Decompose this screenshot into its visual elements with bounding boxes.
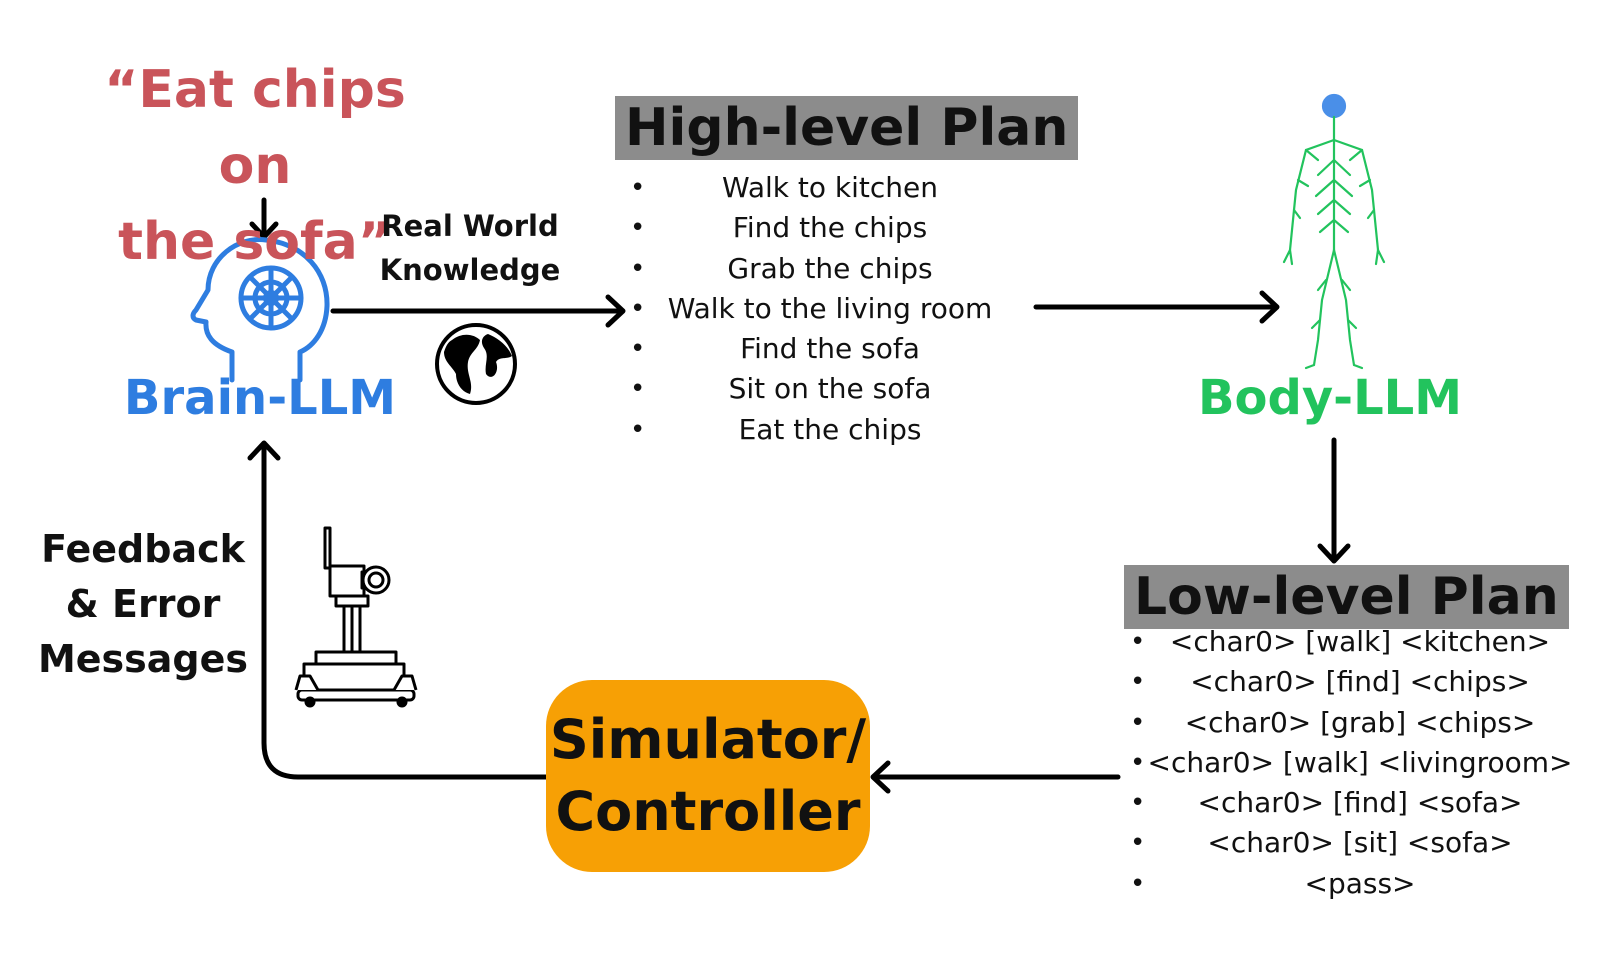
high-level-step: Find the sofa	[630, 329, 1030, 369]
body-llm-label: Body-LLM	[1197, 370, 1463, 426]
real-world-knowledge-label: Real World Knowledge	[360, 204, 580, 292]
high-level-step: Grab the chips	[630, 249, 1030, 289]
globe-icon	[435, 323, 517, 405]
high-level-plan-title: High-level Plan	[615, 96, 1079, 160]
low-level-step: <char0> [find] <sofa>	[1130, 783, 1590, 823]
task-instruction: “Eat chips on the sofa”	[60, 52, 450, 280]
nervous-system-body-icon	[1282, 93, 1386, 370]
instruction-line-1: “Eat chips on	[104, 60, 406, 196]
simulator-controller-box: Simulator/ Controller	[546, 680, 870, 872]
high-level-step: Walk to the living room	[630, 289, 1030, 329]
knowledge-line-2: Knowledge	[379, 253, 561, 287]
low-level-step: <char0> [walk] <kitchen>	[1130, 622, 1590, 662]
low-level-step: <char0> [walk] <livingroom>	[1130, 743, 1590, 783]
brain-head-icon	[190, 237, 330, 383]
simulator-line-2: Controller	[555, 780, 861, 843]
instruction-line-2: the sofa”	[118, 212, 392, 272]
arrow-highlevel-to-body	[1033, 290, 1280, 324]
high-level-step: Sit on the sofa	[630, 369, 1030, 409]
arrow-feedback-to-brain	[247, 440, 549, 780]
arrow-lowlevel-to-simulator	[870, 760, 1121, 794]
low-level-step: <char0> [find] <chips>	[1130, 662, 1590, 702]
feedback-line-3: Messages	[37, 637, 249, 681]
arrow-body-to-lowlevel	[1317, 437, 1351, 564]
low-level-step: <char0> [grab] <chips>	[1130, 703, 1590, 743]
simulator-line-1: Simulator/	[549, 708, 867, 771]
brain-llm-label: Brain-LLM	[123, 370, 397, 426]
robot-icon	[294, 526, 418, 708]
high-level-step: Eat the chips	[630, 410, 1030, 450]
feedback-line-2: & Error	[65, 582, 221, 626]
low-level-step: <char0> [sit] <sofa>	[1130, 823, 1590, 863]
feedback-line-1: Feedback	[41, 527, 245, 571]
low-level-plan-steps: <char0> [walk] <kitchen> <char0> [find] …	[1130, 622, 1590, 904]
arrow-brain-to-highlevel	[330, 294, 626, 328]
low-level-step: <pass>	[1130, 864, 1590, 904]
high-level-step: Find the chips	[630, 208, 1030, 248]
high-level-step: Walk to kitchen	[630, 168, 1030, 208]
feedback-error-messages-label: Feedback & Error Messages	[28, 522, 258, 687]
high-level-plan-steps: Walk to kitchen Find the chips Grab the …	[630, 168, 1030, 450]
knowledge-line-1: Real World	[381, 209, 559, 243]
low-level-plan-title: Low-level Plan	[1124, 565, 1569, 629]
arrow-instruction-to-brain	[249, 197, 279, 240]
